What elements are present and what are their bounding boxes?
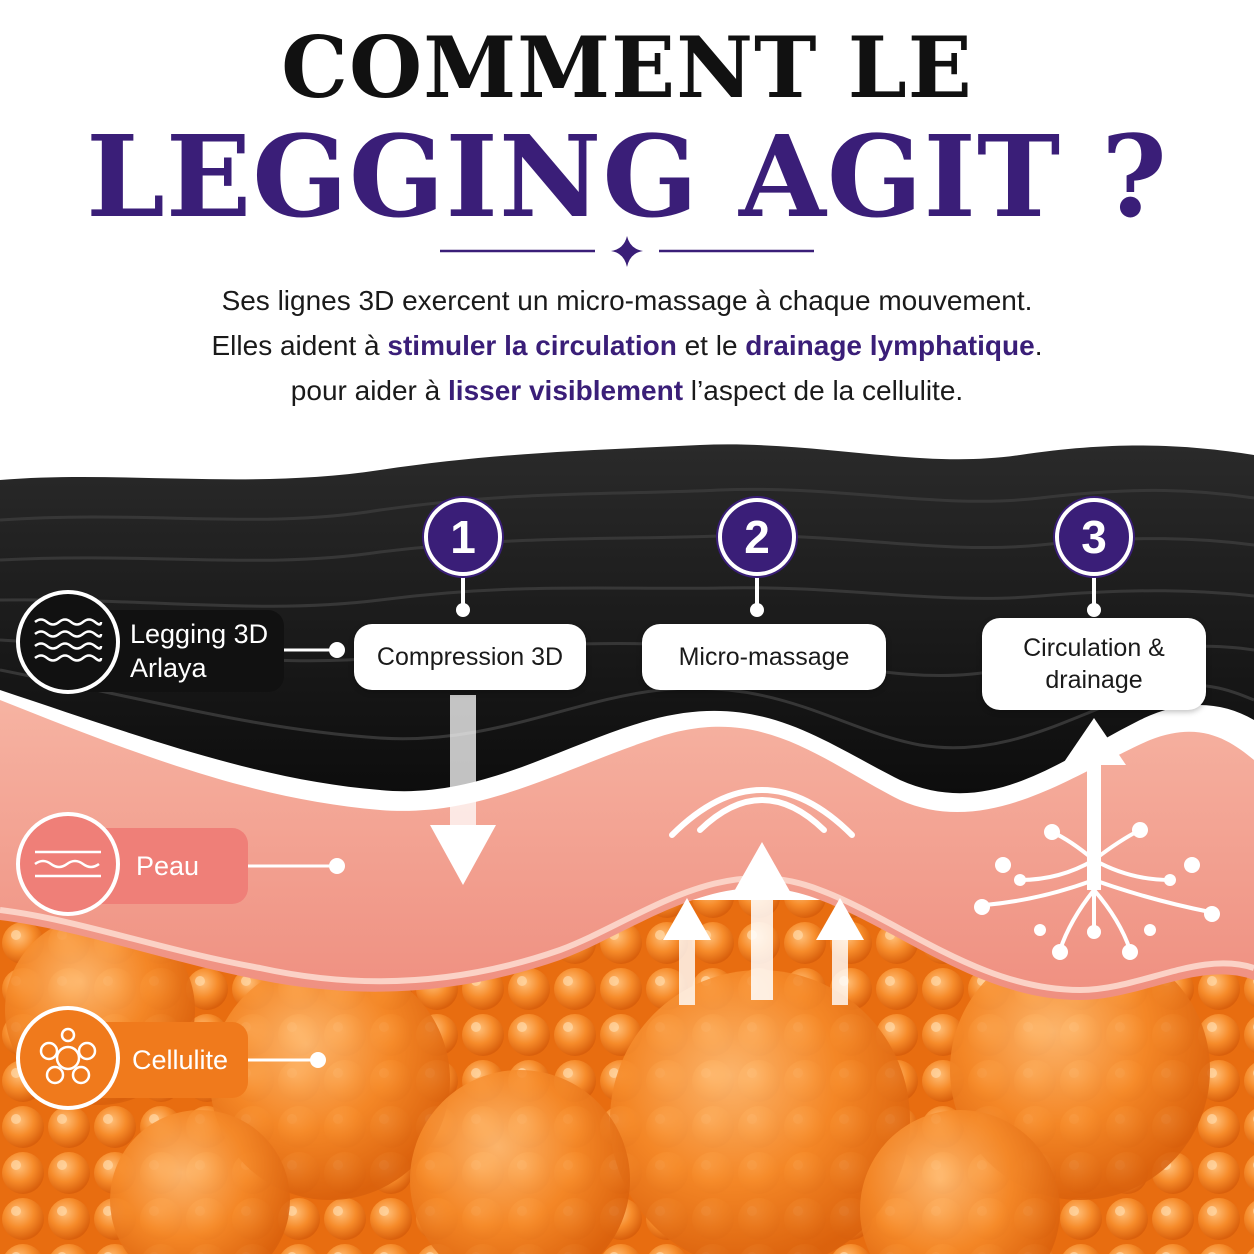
fabric-layer xyxy=(0,444,1254,794)
highlight-smoothing: lisser visiblement xyxy=(448,375,684,406)
skin-layer-icon xyxy=(16,812,120,916)
description-line-3: pour aider à lisser visiblement l’aspect… xyxy=(290,375,964,406)
title-line-2: LEGGING AGIT ? xyxy=(86,112,1168,243)
step-1-number: 1 xyxy=(424,498,502,576)
step-3-number: 3 xyxy=(1055,498,1133,576)
fabric-waves-icon xyxy=(16,590,120,694)
skin-layer xyxy=(0,700,1254,1000)
description-line-2: Elles aident à stimuler la circulation e… xyxy=(211,330,1043,361)
step-2-number: 2 xyxy=(718,498,796,576)
title-divider xyxy=(440,236,814,267)
step-2-label: Micro-massage xyxy=(642,624,886,690)
step-3-label: Circulation & drainage xyxy=(982,618,1206,710)
compression-arrow-icon xyxy=(430,695,496,885)
description-line-1: Ses lignes 3D exercent un micro-massage … xyxy=(221,285,1033,316)
description: Ses lignes 3D exercent un micro-massage … xyxy=(0,278,1254,413)
highlight-circulation: stimuler la circulation xyxy=(387,330,677,361)
micro-massage-arrows-icon xyxy=(663,842,864,1005)
step-1-label: Compression 3D xyxy=(354,624,586,690)
sparkle-icon xyxy=(611,236,643,267)
title-line-1: COMMENT LE xyxy=(281,18,973,117)
massage-waves-icon xyxy=(669,787,855,838)
fat-cells-icon xyxy=(16,1006,120,1110)
highlight-drainage: drainage lymphatique xyxy=(745,330,1035,361)
